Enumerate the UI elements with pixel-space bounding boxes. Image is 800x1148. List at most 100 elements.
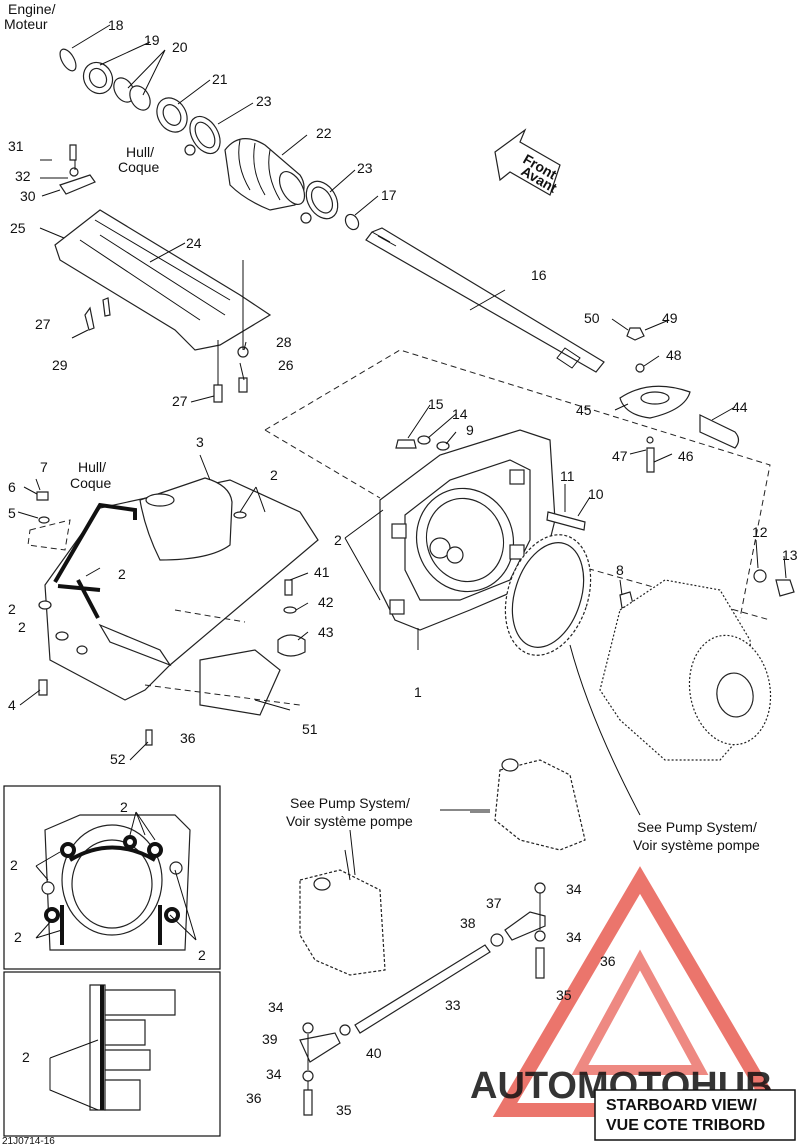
detail-box-2: [3, 971, 221, 1137]
callout-7: 7: [40, 459, 48, 475]
alignment-box-sides: [264, 429, 771, 621]
part-37-ball-joint: [504, 911, 546, 941]
callout-2h: 2: [14, 929, 22, 945]
part-13-nut: [775, 579, 795, 597]
callout-4: 4: [8, 697, 16, 713]
part-29-screw: [84, 306, 95, 331]
callout-23b: 23: [357, 160, 373, 176]
callout-36c: 36: [246, 1090, 262, 1106]
callout-35a: 35: [556, 987, 572, 1003]
callout-43: 43: [318, 624, 334, 640]
callout-14: 14: [452, 406, 468, 422]
callout-37: 37: [486, 895, 502, 911]
callout-30: 30: [20, 188, 36, 204]
front-arrow: Front Avant: [494, 128, 561, 196]
part-38-nut: [490, 933, 504, 947]
callout-34a: 34: [566, 881, 582, 897]
callout-39: 39: [262, 1031, 278, 1047]
callout-5: 5: [8, 505, 16, 521]
pump-housing-group: [599, 569, 795, 761]
hull-top-note-line2: Coque: [118, 159, 159, 175]
see-pump-leaders: [349, 809, 490, 876]
doc-code: 21J0714-16: [2, 1136, 55, 1147]
see-pump-1-line2: Voir système pompe: [286, 813, 413, 829]
part-31-bolt: [69, 144, 77, 161]
callout-50: 50: [584, 310, 600, 326]
ride-plate-group: [27, 477, 319, 746]
bumper-group: [277, 579, 306, 657]
callout-2d: 2: [8, 601, 16, 617]
bearing-housing-group: [619, 327, 740, 473]
callout-34d: 34: [266, 1066, 282, 1082]
callout-2g: 2: [10, 857, 18, 873]
callout-2c: 2: [118, 566, 126, 582]
callout-18: 18: [108, 17, 124, 33]
callout-49: 49: [662, 310, 678, 326]
callout-21: 21: [212, 71, 228, 87]
callout-34c: 34: [268, 999, 284, 1015]
callout-33: 33: [445, 997, 461, 1013]
callout-23a: 23: [256, 93, 272, 109]
callout-36a: 36: [180, 730, 196, 746]
part-16-drive-shaft: [365, 227, 605, 373]
part-6-nut: [36, 491, 49, 501]
callout-48: 48: [666, 347, 682, 363]
callout-20: 20: [172, 39, 188, 55]
callout-26: 26: [278, 357, 294, 373]
part-23-clamp-a: [184, 115, 221, 156]
callout-28: 28: [276, 334, 292, 350]
part-34-washer-a: [534, 882, 546, 894]
part-12-washer: [753, 569, 767, 583]
part-14-washer: [417, 435, 431, 445]
detail-box-1: [3, 785, 221, 970]
part-34-washer-b: [534, 930, 546, 942]
part-30-bracket: [59, 174, 96, 195]
callout-38: 38: [460, 915, 476, 931]
callout-15: 15: [428, 396, 444, 412]
see-pump-1-line1: See Pump System/: [290, 795, 410, 811]
see-pump-2-line1: See Pump System/: [637, 819, 757, 835]
callout-3: 3: [196, 434, 204, 450]
callout-6: 6: [8, 479, 16, 495]
part-18-circlip: [59, 48, 77, 72]
part-35-screw-a: [535, 947, 545, 979]
engine-note-line2: Moteur: [4, 16, 48, 32]
callout-42: 42: [318, 594, 334, 610]
wear-ring-group: [504, 534, 641, 816]
part-23-clamp-b: [300, 180, 339, 224]
part-45-plate: [619, 385, 691, 419]
part-42-washer: [283, 606, 297, 614]
hull-mid-note-line1: Hull/: [78, 459, 106, 475]
part-40-nut: [339, 1024, 351, 1036]
callout-27a: 27: [35, 316, 51, 332]
part-19-bearing: [82, 61, 114, 95]
callout-22: 22: [316, 125, 332, 141]
part-41-screw: [284, 579, 293, 596]
part-26-screw: [238, 377, 248, 393]
steering-linkage-group: [299, 758, 586, 1116]
callout-17: 17: [381, 187, 397, 203]
part-49-nut: [626, 327, 645, 341]
watermark: AUTOMOTOHUB: [470, 866, 788, 1117]
callout-51: 51: [302, 721, 318, 737]
part-15-nut: [395, 439, 417, 449]
part-24-support: [54, 209, 272, 351]
drive-shaft-group: Front Avant: [59, 48, 605, 373]
part-20-oring-b: [129, 85, 151, 111]
part-39-ball-joint: [299, 1032, 341, 1063]
part-44-tube: [699, 414, 740, 449]
part-3-intake: [139, 477, 233, 561]
callout-40: 40: [366, 1045, 382, 1061]
part-47-washer: [646, 436, 654, 444]
callout-2j: 2: [22, 1049, 30, 1065]
callout-47: 47: [612, 448, 628, 464]
callout-10: 10: [588, 486, 604, 502]
callout-2a: 2: [270, 467, 278, 483]
part-48-washer: [635, 363, 645, 373]
hull-top-note-line1: Hull/: [126, 144, 154, 160]
callout-16: 16: [531, 267, 547, 283]
callout-11: 11: [560, 468, 575, 484]
callout-19: 19: [144, 32, 160, 48]
callout-35b: 35: [336, 1102, 352, 1118]
callout-32: 32: [15, 168, 31, 184]
